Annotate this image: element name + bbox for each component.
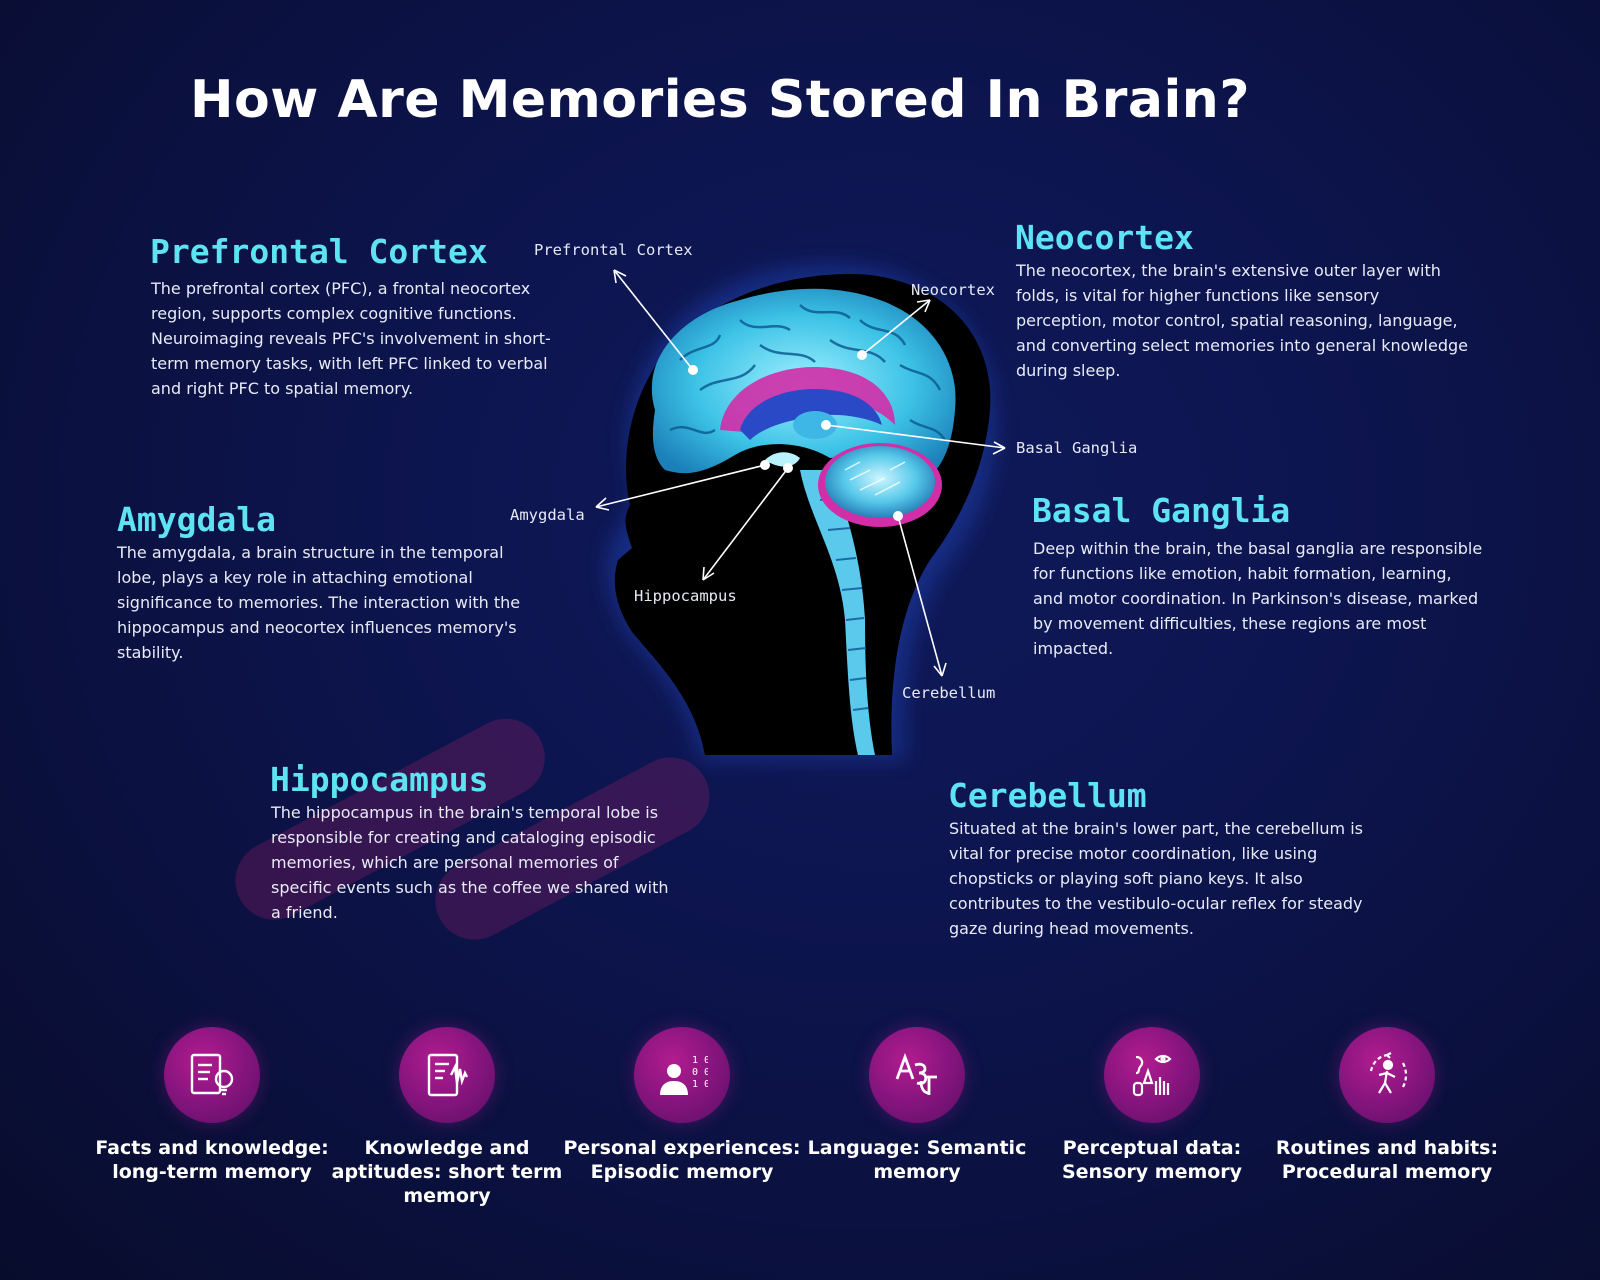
amygdala-heading: Amygdala <box>117 500 276 539</box>
cerebellum-heading: Cerebellum <box>948 776 1147 815</box>
svg-text:1 0: 1 0 <box>692 1079 708 1090</box>
memory-type-label: Personal experiences: Episodic memory <box>563 1137 801 1183</box>
pointer-arrowheads <box>595 269 1006 677</box>
prefrontal-cortex-description: The prefrontal cortex (PFC), a frontal n… <box>151 279 551 398</box>
memory-type-label: Routines and habits: Procedural memory <box>1275 1137 1499 1183</box>
brain-label-amygdala: Amygdala <box>510 506 585 524</box>
neocortex-heading: Neocortex <box>1015 218 1194 257</box>
hippocampus-shape <box>765 452 800 467</box>
senses-icon <box>1104 1027 1200 1123</box>
document-lightbulb-icon <box>164 1027 260 1123</box>
basal-ganglia-shape <box>793 411 837 439</box>
hippocampus-heading: Hippocampus <box>270 760 489 799</box>
brainstem-shape <box>800 470 875 755</box>
memory-type-label: Facts and knowledge: long-term memory <box>95 1137 329 1183</box>
cerebellum-description: Situated at the brain's lower part, the … <box>949 819 1363 938</box>
brain-label-neocortex: Neocortex <box>911 281 995 299</box>
document-waveform-icon <box>399 1027 495 1123</box>
svg-text:0 0: 0 0 <box>692 1067 708 1078</box>
cortex-folds <box>669 304 947 441</box>
memory-type-label: Language: Semantic memory <box>807 1137 1027 1183</box>
pointer-lines <box>595 269 1006 677</box>
prefrontal-cortex-heading: Prefrontal Cortex <box>150 232 488 271</box>
routine-person-icon <box>1339 1027 1435 1123</box>
neocortex-description: The neocortex, the brain's extensive out… <box>1016 261 1468 380</box>
person-binary-icon: 1 0 0 0 1 0 <box>634 1027 730 1123</box>
basal-ganglia-heading: Basal Ganglia <box>1032 491 1291 530</box>
svg-text:1 0: 1 0 <box>692 1055 708 1066</box>
brain-label-hippocampus: Hippocampus <box>634 587 737 605</box>
memory-type-label: Knowledge and aptitudes: short term memo… <box>331 1137 563 1207</box>
memory-type-label: Perceptual data: Sensory memory <box>1061 1137 1243 1183</box>
brain-label-prefrontal-cortex: Prefrontal Cortex <box>534 241 693 259</box>
cerebellum-texture <box>844 461 906 496</box>
basal-ganglia-description: Deep within the brain, the basal ganglia… <box>1033 539 1483 658</box>
brain-label-basal-ganglia: Basal Ganglia <box>1016 439 1138 457</box>
hippocampus-description: The hippocampus in the brain's temporal … <box>271 803 669 922</box>
translate-icon <box>869 1027 965 1123</box>
brain-label-cerebellum: Cerebellum <box>902 684 996 702</box>
amygdala-description: The amygdala, a brain structure in the t… <box>117 543 521 662</box>
page-title: How Are Memories Stored In Brain? <box>190 70 1250 130</box>
